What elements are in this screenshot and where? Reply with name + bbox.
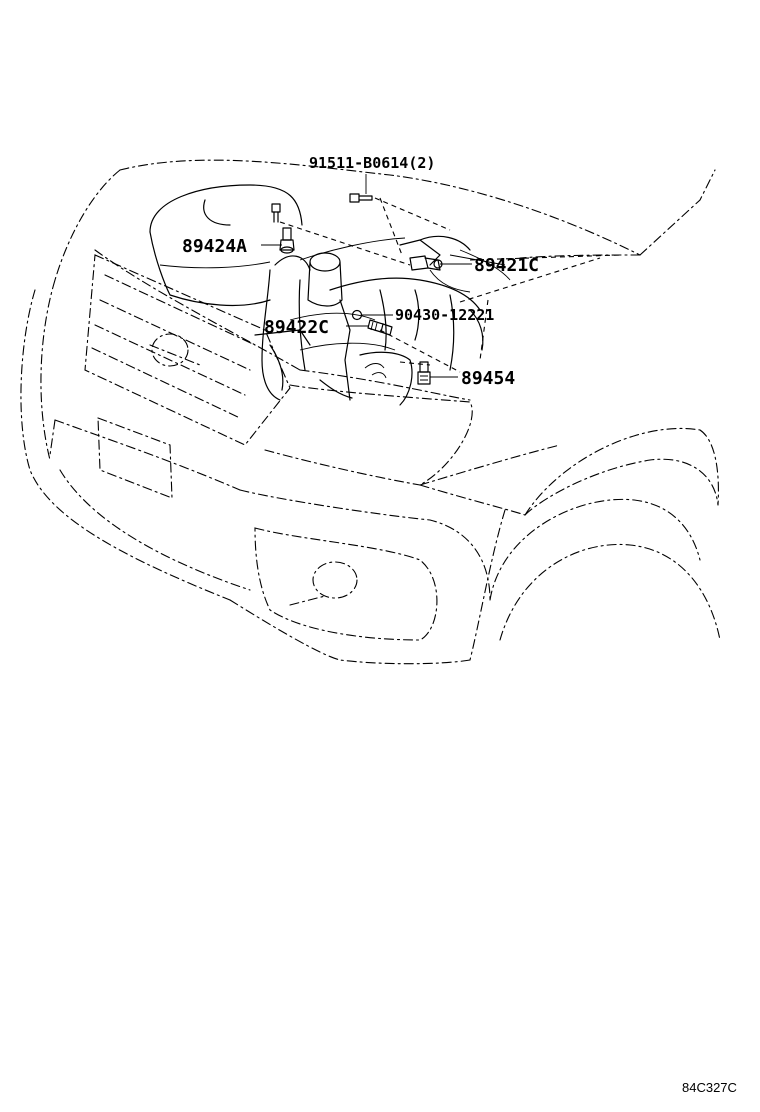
washer-90430-icon[interactable] (351, 309, 363, 321)
vehicle-outline (20, 159, 721, 665)
figure-code: 84C327C (682, 1080, 737, 1095)
bolt-89424A-top-icon[interactable] (271, 203, 281, 223)
sensor-89422C-icon[interactable] (367, 319, 393, 336)
label-89454: 89454 (461, 368, 515, 389)
bolt-91511-icon[interactable] (349, 193, 373, 203)
label-89421C: 89421C (474, 255, 539, 276)
label-89422C: 89422C (264, 317, 329, 338)
label-91511-B0614: 91511-B0614(2) (309, 154, 435, 172)
leader-lines (261, 174, 621, 378)
engine-bay (149, 184, 511, 406)
sensor-89424A-icon[interactable] (279, 227, 295, 254)
parts (271, 193, 443, 385)
label-89424A: 89424A (182, 236, 247, 257)
label-90430-12221: 90430-12221 (395, 306, 494, 324)
sensor-89454-icon[interactable] (417, 361, 431, 385)
